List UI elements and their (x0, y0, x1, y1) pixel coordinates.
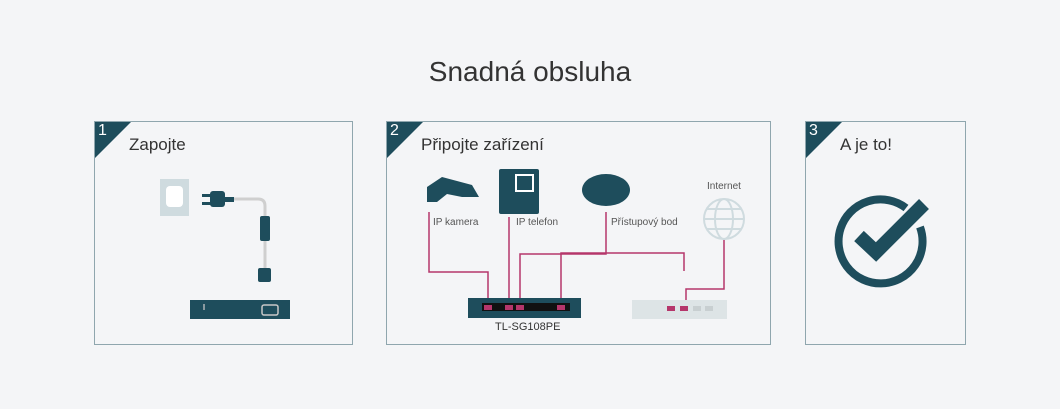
step-1-panel: 1 Zapojte (94, 121, 353, 345)
ip-camera-label: IP kamera (433, 217, 479, 228)
access-point-icon (582, 174, 630, 206)
step-3-panel: 3 A je to! (805, 121, 966, 345)
network-diagram (427, 169, 745, 319)
step-number: 1 (98, 122, 107, 139)
ip-phone-label: IP telefon (516, 217, 559, 228)
step-corner (95, 122, 131, 158)
step-title: Zapojte (129, 135, 186, 154)
step-corner (387, 122, 423, 158)
step-title: A je to! (840, 135, 892, 154)
internet-label: Internet (707, 181, 741, 192)
switch-model-label: TL-SG108PE (495, 321, 561, 333)
plug-icon (210, 191, 225, 207)
power-plug-illustration (160, 179, 290, 319)
router-icon (632, 300, 727, 319)
ip-camera-icon (427, 177, 479, 202)
step-corner (806, 122, 842, 158)
step-2-panel: 2 Připojte zařízení IP kamera IP telefon… (386, 121, 771, 345)
page-title: Snadná obsluha (428, 56, 632, 87)
step-title: Připojte zařízení (421, 135, 544, 154)
step-number: 2 (390, 122, 399, 139)
step-number: 3 (809, 122, 818, 139)
checkmark-icon (834, 195, 929, 288)
access-point-label: Přístupový bod (611, 217, 678, 228)
